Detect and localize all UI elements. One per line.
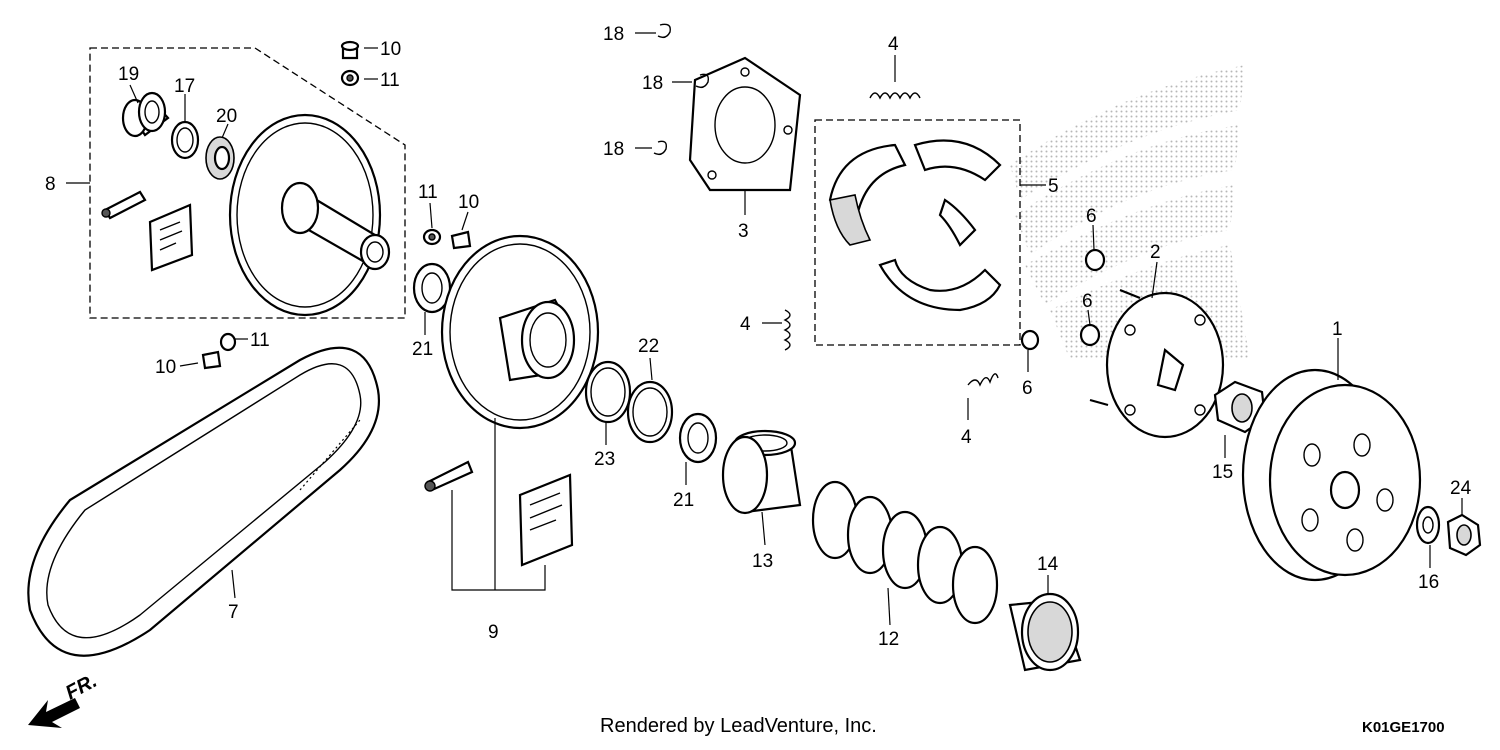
driven-face	[440, 234, 600, 430]
callout-16: 16	[1418, 572, 1439, 593]
group-5-box	[814, 119, 1021, 346]
callout-19: 19	[118, 64, 139, 85]
diagram-code: K01GE1700	[1362, 719, 1445, 736]
callout-18-b: 18	[642, 73, 663, 94]
bolt-10-mid	[450, 230, 472, 250]
callout-11-left: 11	[250, 330, 270, 351]
callout-24: 24	[1450, 478, 1472, 499]
callout-5: 5	[1048, 176, 1059, 197]
o-ring-22	[626, 380, 674, 444]
bolt-10-left	[201, 350, 222, 370]
callout-1: 1	[1332, 319, 1343, 340]
label-card-8	[148, 203, 194, 272]
washer-16	[1415, 505, 1441, 545]
callout-22: 22	[638, 336, 659, 357]
callout-9: 9	[488, 622, 499, 643]
callout-23: 23	[594, 449, 615, 470]
callout-20: 20	[216, 106, 237, 127]
clutch-plate-3	[688, 56, 802, 192]
callout-4-bottom: 4	[961, 427, 972, 448]
callout-11-mid: 11	[418, 182, 438, 203]
callout-13: 13	[752, 551, 773, 572]
clip-18-c	[653, 140, 668, 156]
front-direction-arrow-icon: FR.	[28, 670, 101, 728]
render-credit: Rendered by LeadVenture, Inc.	[600, 715, 877, 737]
callout-21-lower: 21	[673, 490, 694, 511]
callout-11-top: 11	[380, 70, 400, 91]
callout-17: 17	[174, 76, 195, 97]
collar-14	[1008, 592, 1082, 672]
front-direction-label: FR.	[62, 670, 101, 705]
nut-11-mid	[422, 228, 442, 246]
callout-10-left: 10	[155, 357, 176, 378]
grease-tube-8	[101, 190, 147, 220]
drive-face	[228, 113, 391, 317]
callout-12: 12	[878, 629, 899, 650]
drive-belt	[27, 346, 380, 657]
clutch-outer-1	[1241, 368, 1422, 582]
bearing-20	[205, 136, 235, 180]
clip-18-a	[657, 23, 671, 39]
nut-11-top	[340, 69, 360, 87]
callout-2: 2	[1150, 242, 1161, 263]
collar-6-a	[1084, 248, 1106, 272]
clutch-spring-4-top	[869, 92, 921, 100]
nut-24	[1446, 513, 1482, 557]
ring-17	[170, 120, 200, 160]
callout-18-a: 18	[603, 24, 624, 45]
group-8-box	[89, 47, 406, 319]
collar-6-c	[1020, 329, 1040, 351]
callout-4-top: 4	[888, 34, 899, 55]
drive-plate-2	[1089, 288, 1225, 439]
callout-6-c: 6	[1022, 378, 1033, 399]
callout-7: 7	[228, 602, 239, 623]
callout-6-b: 6	[1082, 291, 1093, 312]
oil-seal-21-lower	[678, 412, 718, 464]
bolt-10-top	[340, 40, 360, 60]
seal-collar-13	[721, 429, 802, 515]
callout-18-c: 18	[603, 139, 624, 160]
clutch-spring-4-bottom	[967, 373, 999, 387]
callout-14: 14	[1037, 554, 1059, 575]
grease-tube-9	[424, 460, 474, 492]
clip-18-b	[695, 73, 710, 89]
nut-11-left	[219, 332, 237, 352]
callout-4-left: 4	[740, 314, 751, 335]
driven-face-spring	[811, 480, 999, 625]
clutch-shoes	[828, 139, 1002, 312]
collar-6-b	[1079, 323, 1101, 347]
bearing-19	[121, 91, 170, 138]
callout-6-a: 6	[1086, 206, 1097, 227]
callout-3: 3	[738, 221, 749, 242]
callout-10-top: 10	[380, 39, 401, 60]
o-ring-23	[584, 360, 632, 424]
callout-10-mid: 10	[458, 192, 479, 213]
callout-15: 15	[1212, 462, 1233, 483]
label-card-9	[518, 473, 574, 567]
callout-8: 8	[45, 174, 56, 195]
clutch-spring-4-left	[783, 309, 791, 351]
callout-21-upper: 21	[412, 339, 433, 360]
